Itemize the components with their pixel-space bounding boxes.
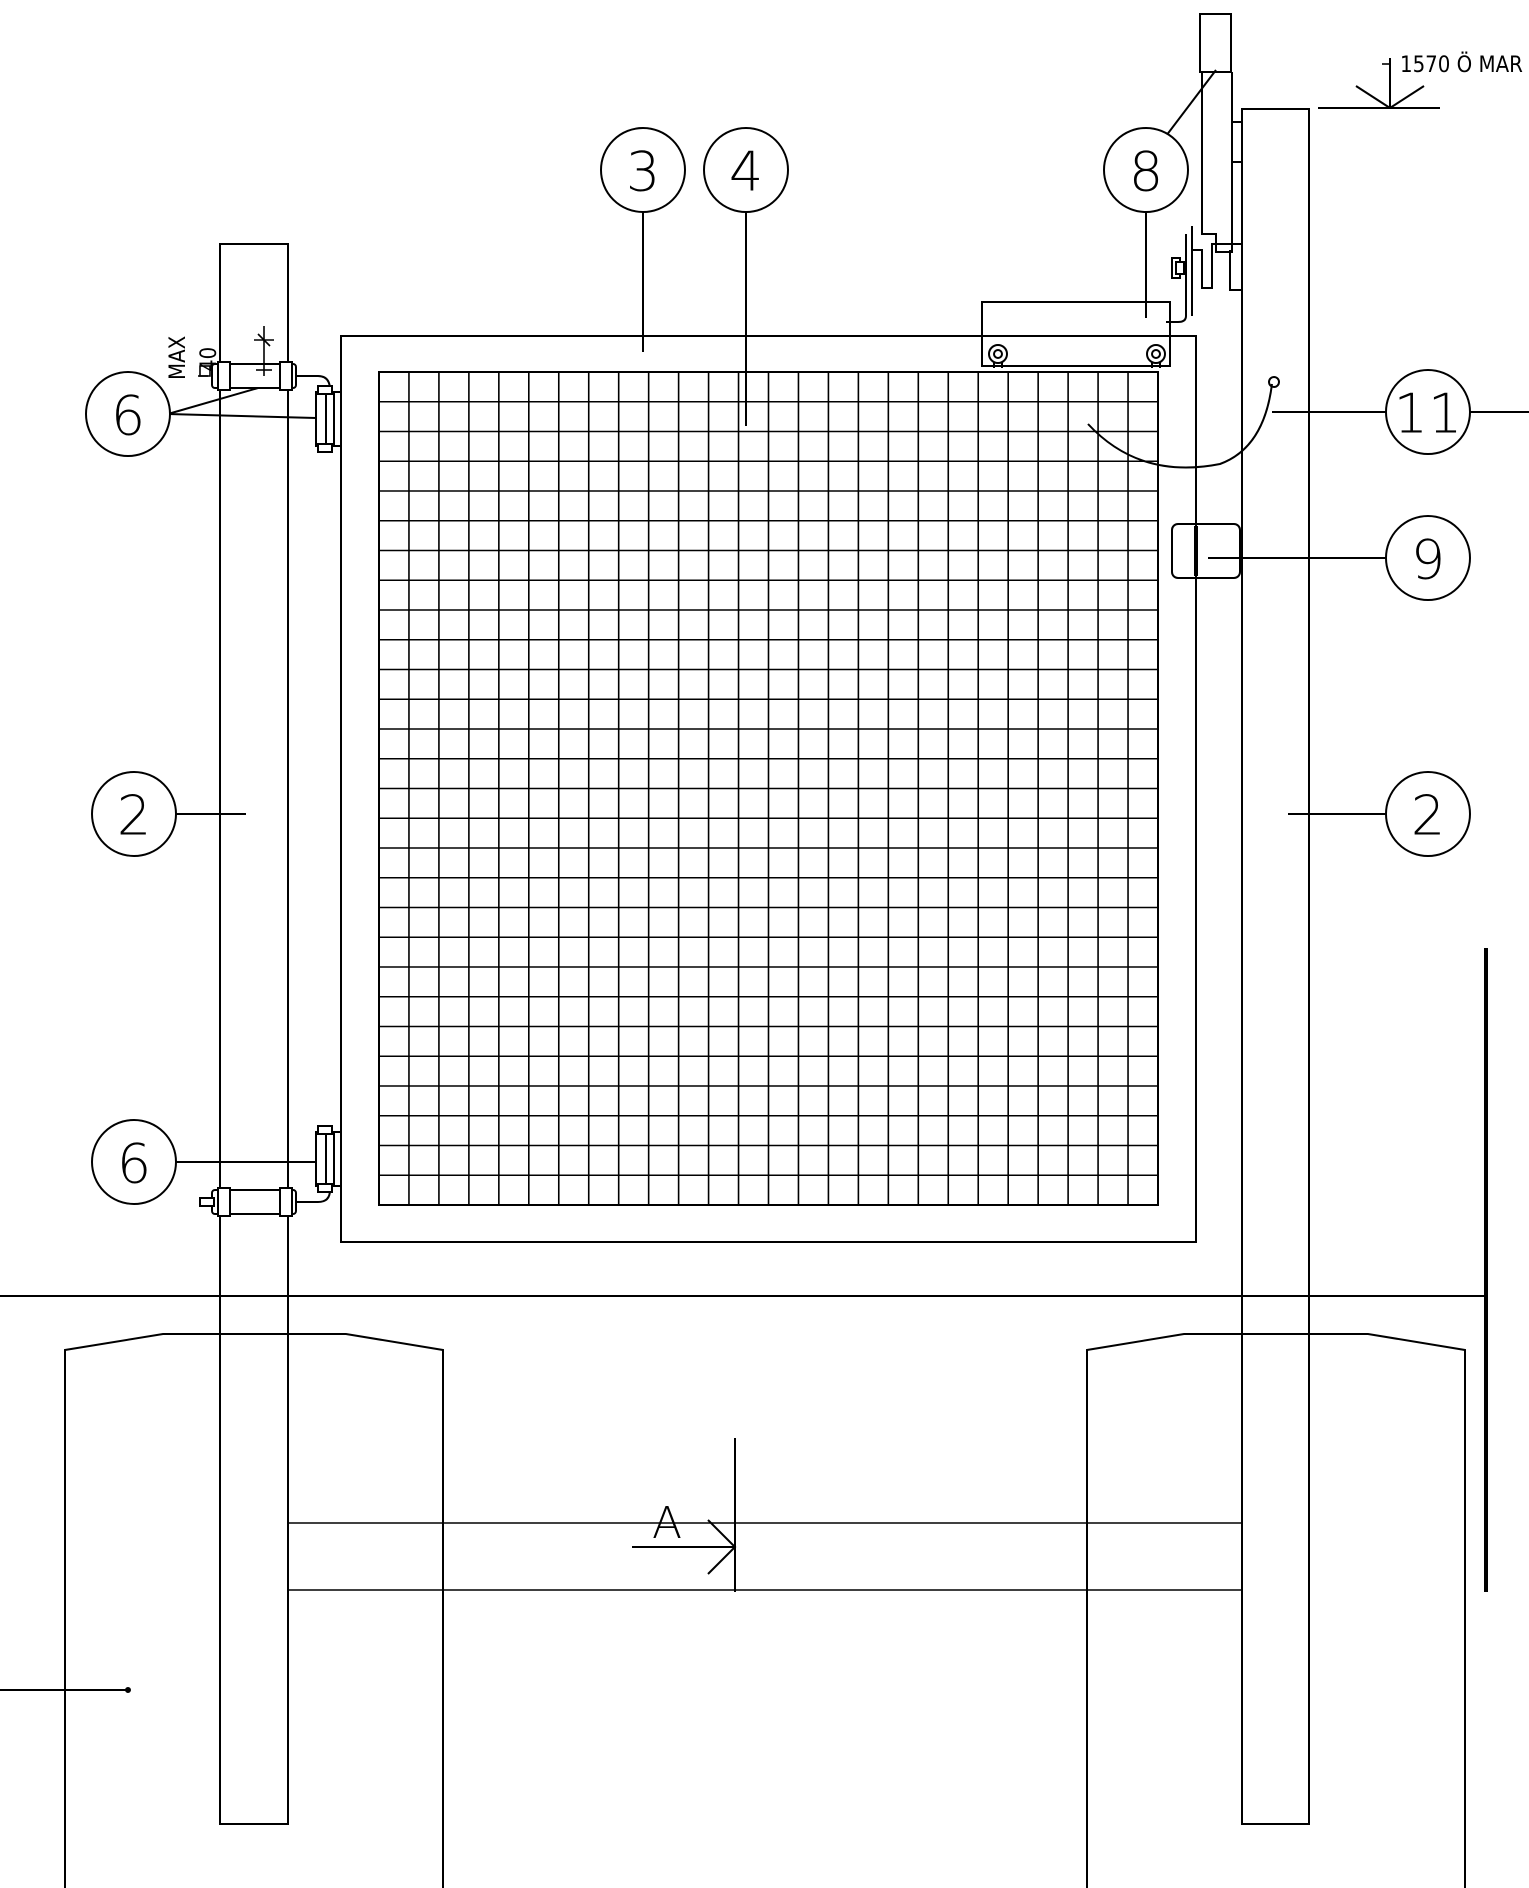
section-arrow-head — [707, 1519, 737, 1575]
callout-6-top: 6 — [85, 371, 171, 457]
gate-stop — [1171, 523, 1241, 579]
top-hinge — [211, 361, 341, 453]
svg-text:2: 2 — [1411, 785, 1445, 848]
gate-mesh-grid — [379, 372, 1158, 1205]
section-marker-label: A — [652, 1498, 682, 1549]
callout-9: 9 — [1385, 515, 1471, 601]
svg-text:8: 8 — [1129, 141, 1163, 204]
callout-4: 4 — [703, 127, 789, 213]
left-foundation — [64, 1333, 444, 1888]
svg-text:2: 2 — [117, 785, 151, 848]
svg-text:11: 11 — [1394, 383, 1463, 446]
callout-2-left: 2 — [91, 771, 177, 857]
latch-assembly — [981, 13, 1243, 368]
swing-arc-pin — [1268, 376, 1280, 388]
callout-8: 8 — [1103, 127, 1189, 213]
svg-text:4: 4 — [729, 141, 763, 204]
left-lower-dot — [125, 1687, 131, 1693]
swing-arc — [1087, 383, 1273, 469]
max-value-box — [199, 365, 211, 377]
callout-2-right: 2 — [1385, 771, 1471, 857]
gate-frame-outer — [340, 335, 1197, 1243]
svg-text:6: 6 — [117, 1133, 151, 1196]
callout-6-bottom: 6 — [91, 1119, 177, 1205]
right-post — [1241, 108, 1310, 1825]
max-label: MAX — [166, 336, 191, 380]
callout-3: 3 — [600, 127, 686, 213]
svg-text:3: 3 — [626, 141, 660, 204]
leader-8-up — [1165, 69, 1217, 137]
elevation-mark — [1318, 58, 1440, 109]
callout-11: 11 — [1385, 369, 1471, 455]
svg-text:6: 6 — [111, 385, 145, 448]
right-foundation — [1086, 1333, 1466, 1888]
elevation-label: 1570 Ö MAR — [1400, 52, 1523, 78]
leader-6-top-b — [167, 413, 317, 419]
leader-6-top-a — [167, 387, 259, 415]
bottom-hinge — [199, 1125, 341, 1217]
svg-text:9: 9 — [1411, 529, 1445, 592]
left-post — [219, 243, 289, 1825]
